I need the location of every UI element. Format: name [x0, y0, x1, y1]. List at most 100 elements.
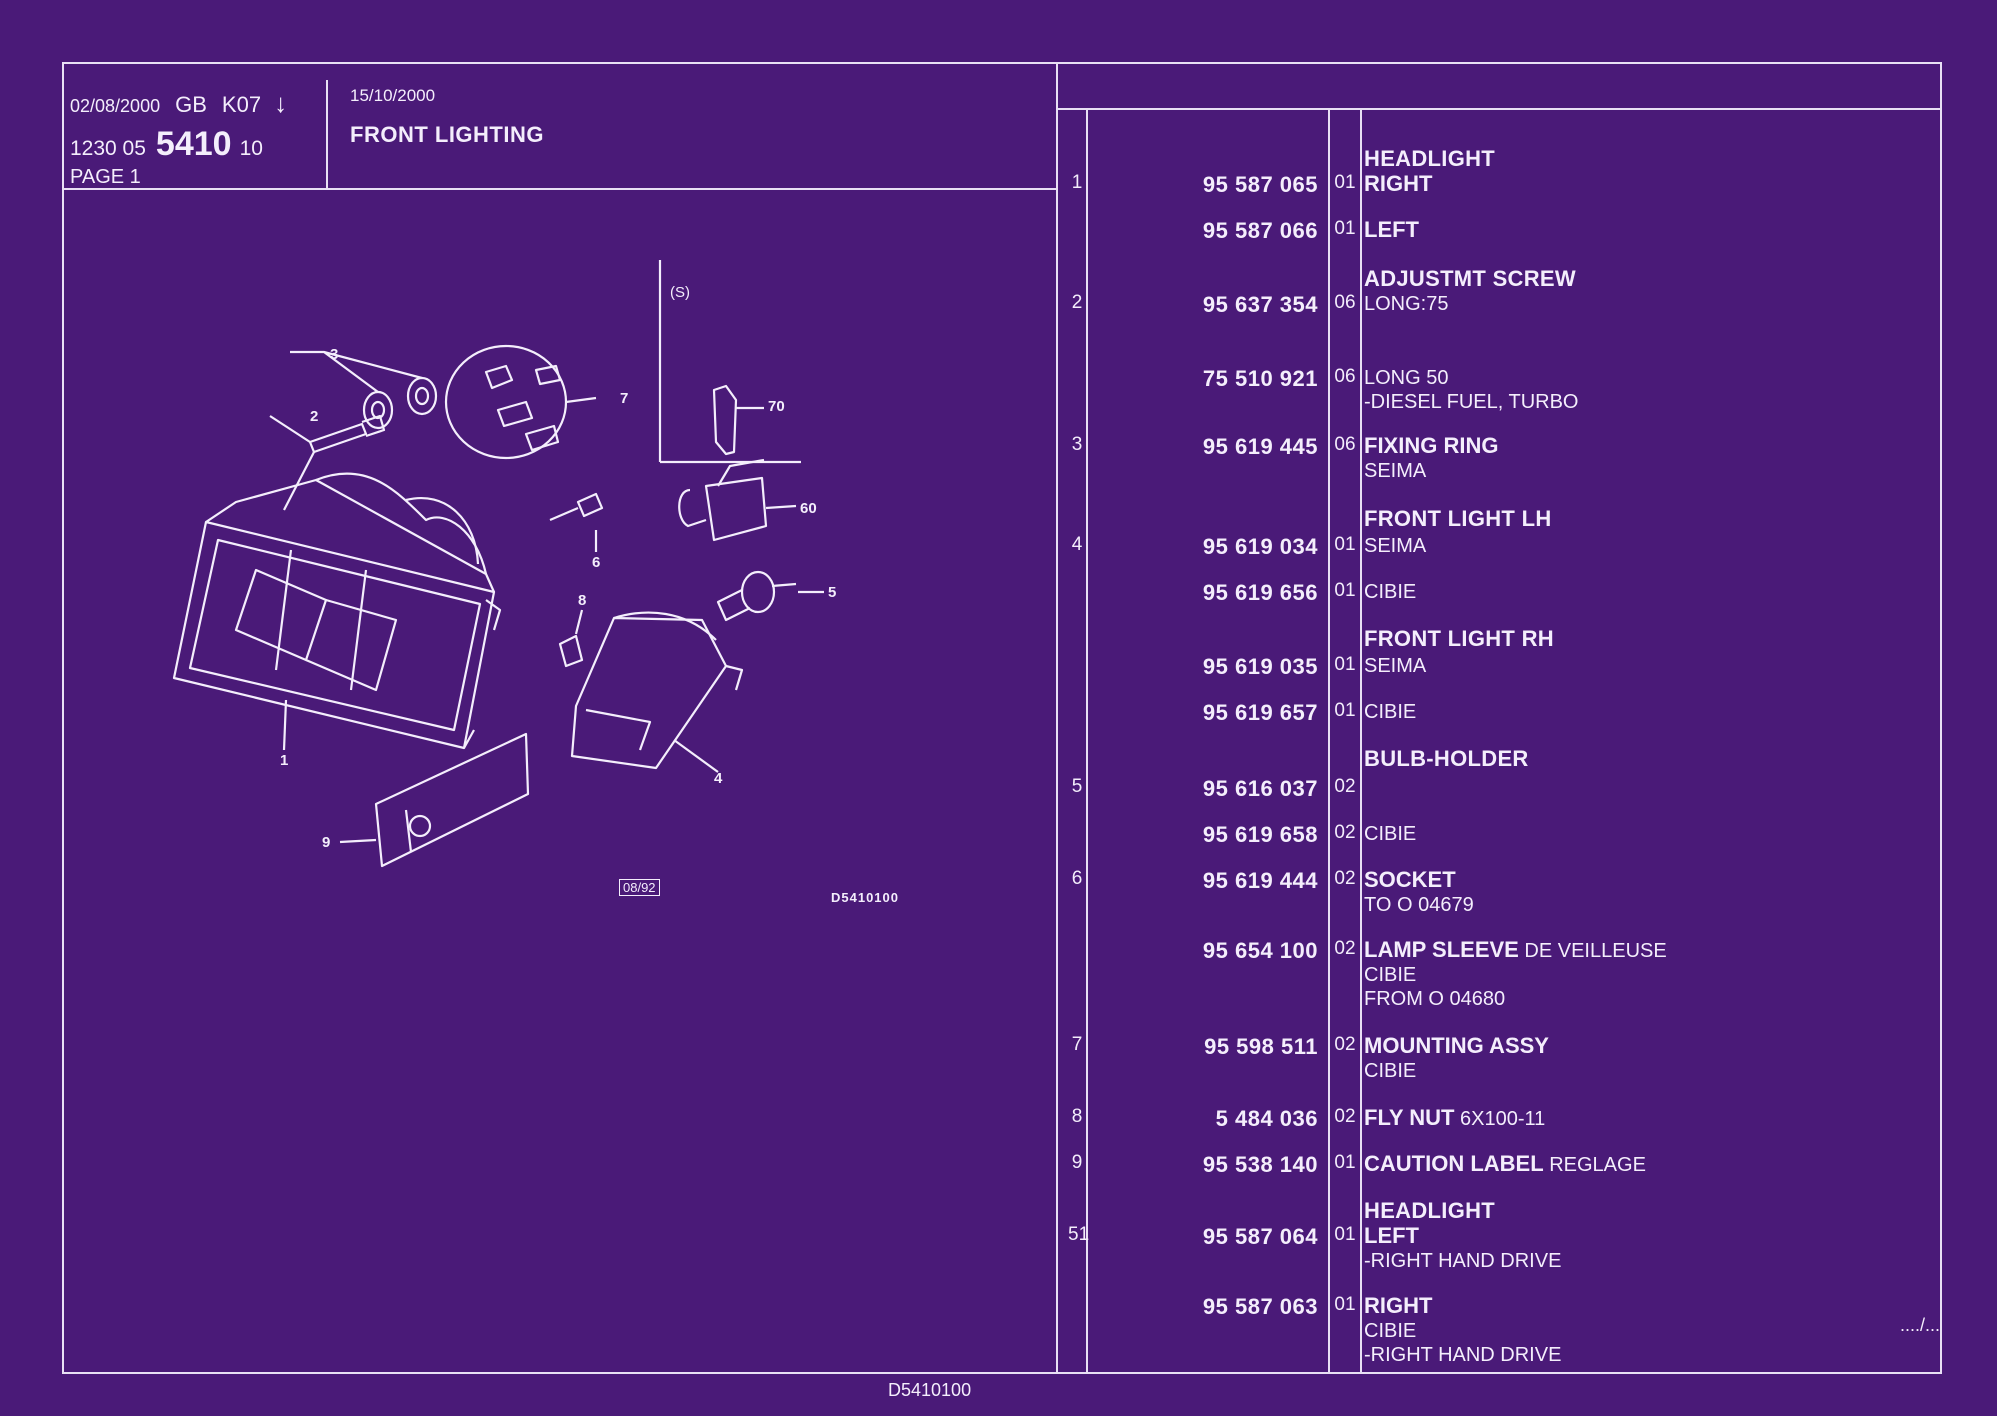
- issue-date: 02/08/2000: [70, 96, 161, 116]
- description-note: CIBIE: [1364, 1060, 1417, 1082]
- description-bold: SOCKET: [1364, 867, 1456, 892]
- description-text: CIBIE: [1364, 823, 1417, 845]
- quantity: 02: [1334, 776, 1356, 797]
- part-number: 95 587 063: [1202, 1294, 1318, 1319]
- description-bold: FLY NUT: [1364, 1105, 1455, 1130]
- ref-number: 6: [1071, 868, 1083, 889]
- part-number: 95 598 511: [1204, 1034, 1318, 1059]
- diagram-code: D5410100: [831, 890, 899, 905]
- exploded-diagram: 3 2 1 7 6 60 5 8 4 9 70 (S) 08/92 D54101…: [66, 190, 1054, 1400]
- part-number: 95 538 140: [1202, 1152, 1318, 1177]
- group-suffix: 10: [239, 137, 263, 160]
- description-note: TO O 04679: [1364, 894, 1474, 916]
- fixing-ring-3-shape: [362, 376, 438, 430]
- down-arrow-icon: ↓: [274, 88, 288, 118]
- quantity: 02: [1334, 868, 1356, 889]
- ref-number: 51: [1068, 1224, 1090, 1245]
- continuation-mark: ..../...: [1900, 1315, 1941, 1335]
- description: CAUTION LABEL REGLAGE: [1364, 1152, 1646, 1177]
- ref-number: 2: [1071, 292, 1083, 313]
- description-bold: FIXING RING: [1364, 433, 1499, 458]
- description: LONG:75: [1364, 292, 1448, 316]
- description-bold: RIGHT: [1364, 171, 1433, 196]
- mounting-assy-7-shape: [444, 344, 568, 460]
- description-bold: RIGHT: [1364, 1293, 1433, 1318]
- quantity: 01: [1334, 1294, 1356, 1315]
- ref-number: 3: [1071, 434, 1083, 455]
- quantity: 06: [1334, 434, 1356, 455]
- callout-8: 8: [578, 592, 587, 609]
- bulb-holder-60-shape: [678, 458, 768, 542]
- part-number: 75 510 921: [1202, 366, 1318, 391]
- description-text: SEIMA: [1364, 655, 1427, 677]
- part-number: 95 616 037: [1202, 776, 1318, 801]
- quantity: 01: [1334, 654, 1356, 675]
- quantity: 01: [1334, 1224, 1356, 1245]
- callout-3: 3: [330, 346, 339, 363]
- quantity: 01: [1334, 218, 1356, 239]
- description-text: 6X100-11: [1454, 1108, 1546, 1130]
- leader-4: [673, 739, 719, 773]
- callout-1: 1: [280, 752, 289, 769]
- leader-2: [269, 415, 311, 443]
- group-heading: BULB-HOLDER: [1364, 746, 1529, 771]
- quantity: 01: [1334, 1152, 1356, 1173]
- diagram-reference: D5410100: [888, 1380, 972, 1400]
- callout-6: 6: [592, 554, 601, 571]
- ref-number: 7: [1071, 1034, 1083, 1055]
- bulb-holder-5-shape: [716, 570, 797, 622]
- description-text: DE VEILLEUSE: [1518, 940, 1667, 962]
- partno-column-rule: [1328, 110, 1330, 1374]
- group-heading: HEADLIGHT: [1364, 146, 1496, 171]
- description: LEFT: [1364, 218, 1419, 243]
- qty-column-rule: [1360, 110, 1362, 1374]
- quantity: 06: [1334, 292, 1356, 313]
- callout-4: 4: [714, 770, 723, 787]
- group-heading: ADJUSTMT SCREW: [1364, 266, 1576, 291]
- part-number: 95 619 445: [1202, 434, 1318, 459]
- front-light-4-shape: [570, 611, 744, 770]
- group-prefix: 1230 05: [70, 137, 146, 160]
- description-bold: LAMP SLEEVE: [1364, 937, 1519, 962]
- headlight-1-shape: [172, 472, 502, 750]
- part-number: 95 619 034: [1202, 534, 1318, 559]
- description-note: CIBIE: [1364, 1320, 1417, 1342]
- description: LEFT-RIGHT HAND DRIVE: [1364, 1224, 1561, 1273]
- leader-3: [290, 350, 423, 393]
- callout-9: 9: [322, 834, 331, 851]
- quantity: 01: [1334, 700, 1356, 721]
- description-bold: CAUTION LABEL: [1364, 1151, 1544, 1176]
- description: FLY NUT 6X100-11: [1364, 1106, 1545, 1131]
- description: RIGHT: [1364, 172, 1432, 197]
- description-text: SEIMA: [1364, 535, 1427, 557]
- fly-nut-8-shape: [558, 609, 584, 668]
- group-heading: HEADLIGHT: [1364, 1198, 1496, 1223]
- revision-date: 15/10/2000: [350, 86, 436, 105]
- quantity: 02: [1334, 938, 1356, 959]
- leader-60: [765, 504, 797, 510]
- ref-number: 8: [1071, 1106, 1083, 1127]
- ref-number: 5: [1071, 776, 1083, 797]
- callout-70: 70: [768, 398, 785, 415]
- description-text: CIBIE: [1364, 701, 1417, 723]
- leader-1: [282, 699, 288, 751]
- part-number: 95 619 035: [1202, 654, 1318, 679]
- market-code: GB: [175, 92, 207, 117]
- adjust-screw-2-shape: [283, 414, 386, 511]
- caution-label-9-shape: [374, 732, 530, 868]
- description-note: SEIMA: [1364, 460, 1427, 482]
- description: CIBIE: [1364, 822, 1416, 846]
- parts-list: HEADLIGHT 1 95 587 065 01 RIGHT 95 587 0…: [1058, 110, 1940, 1374]
- quantity: 02: [1334, 1106, 1356, 1127]
- description: LONG 50-DIESEL FUEL, TURBO: [1364, 366, 1579, 414]
- description-note: -RIGHT HAND DRIVE: [1364, 1344, 1562, 1366]
- part-number: 95 587 065: [1202, 172, 1318, 197]
- callout-5: 5: [828, 584, 837, 601]
- front-lighting-drawing: [172, 260, 824, 868]
- group-heading: FRONT LIGHT LH: [1364, 506, 1552, 531]
- description: SEIMA: [1364, 654, 1426, 678]
